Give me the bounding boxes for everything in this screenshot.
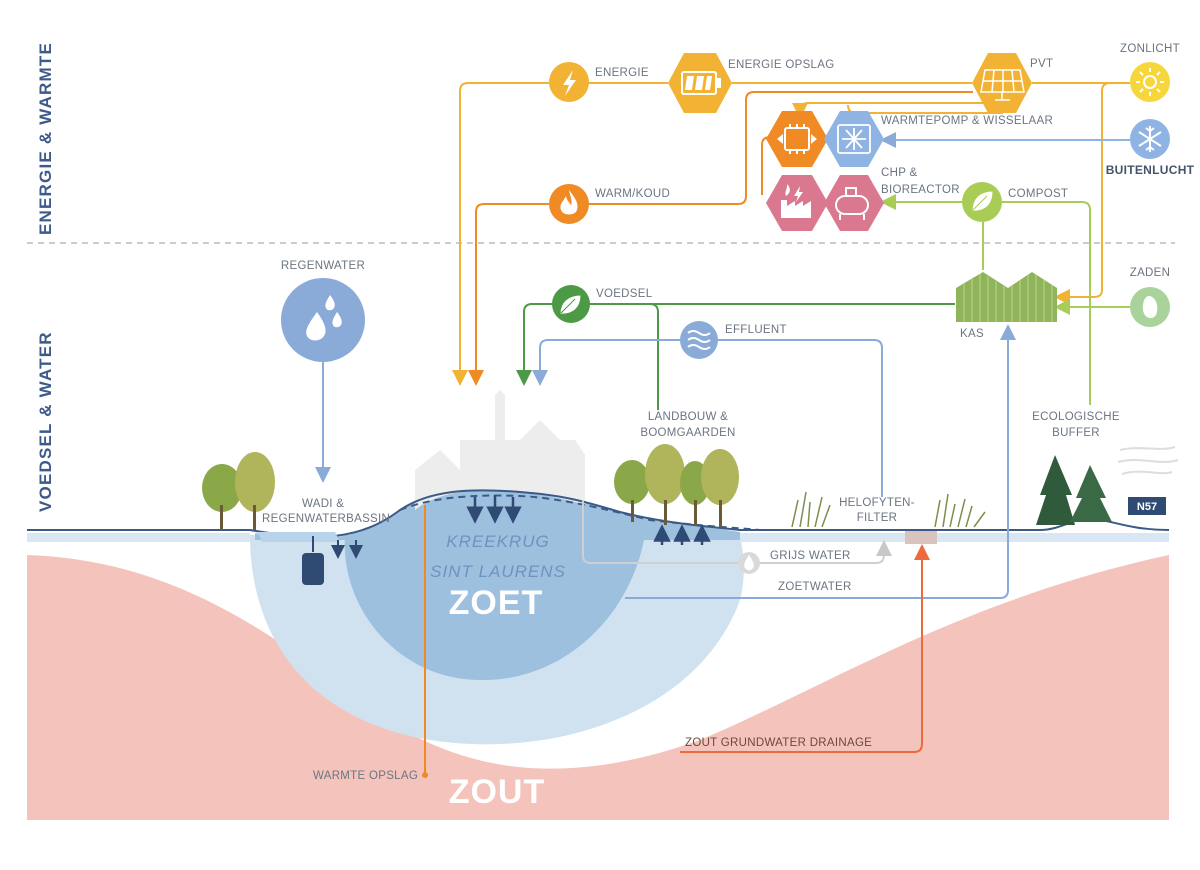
zaden-label: ZADEN (1130, 267, 1170, 279)
road-smoke (1117, 446, 1179, 475)
voedsel-node[interactable] (552, 285, 590, 323)
seed-icon (1142, 295, 1158, 319)
grey-water-line (582, 500, 892, 564)
wadi-basin (258, 532, 363, 585)
salt-water-zone (27, 555, 1169, 820)
helophyte-filter-box (905, 531, 937, 544)
lightning-icon (563, 70, 576, 96)
section-label-energy: ENERGIE & WARMTE (36, 42, 55, 235)
factory-icon (781, 184, 811, 218)
kas-greenhouse[interactable] (956, 272, 1057, 322)
warm-koud-label: WARM/KOUD (595, 188, 670, 200)
leaf-icon (971, 190, 994, 212)
kreekrug-label-line2: SINT LAURENS (430, 562, 566, 581)
reeds-helophyte (791, 491, 986, 528)
n57-badge: N57 (1128, 497, 1166, 515)
energie-opslag-label: ENERGIE OPSLAG (728, 59, 834, 71)
helofyten-label-line1: HELOFYTEN- (839, 497, 915, 509)
flame-icon (560, 190, 578, 215)
compost-label: COMPOST (1008, 188, 1068, 200)
bioreactor-node[interactable] (824, 175, 884, 231)
warmtepomp-node[interactable] (824, 111, 884, 167)
heat-storage-line (422, 505, 428, 778)
raindrops-icon (306, 295, 342, 341)
ecologische-label-line2: BUFFER (1052, 427, 1100, 439)
kreekrug-label-line1: KREEKRUG (446, 532, 549, 551)
zonlicht-node[interactable] (1130, 62, 1170, 102)
zoetwater-label: ZOETWATER (778, 581, 852, 593)
food-flow-lines (516, 303, 955, 410)
grijs-water-label: GRIJS WATER (770, 550, 851, 562)
regenwater-label: REGENWATER (281, 260, 365, 272)
energie-node[interactable] (549, 62, 589, 102)
pvt-label: PVT (1030, 58, 1053, 70)
solar-panel-icon (980, 69, 1025, 101)
groundwater-table (399, 494, 761, 531)
compost-flow-lines (880, 194, 1130, 405)
grijs-water-node[interactable] (738, 552, 760, 574)
chp-label-line2: BIOREACTOR (881, 184, 960, 196)
pvt-node[interactable] (972, 53, 1032, 113)
landbouw-label-line2: BOOMGAARDEN (640, 427, 735, 439)
battery-icon (681, 71, 721, 95)
drop-icon (744, 555, 754, 571)
section-label-food-water: VOEDSEL & WATER (36, 331, 55, 512)
kas-label: KAS (960, 328, 984, 340)
zoet-label: ZOET (449, 584, 544, 622)
wadi-label-line1: WADI & (302, 498, 344, 510)
heat-exchanger-icon (777, 124, 817, 154)
wadi-label-line2: REGENWATERBASSIN (262, 513, 390, 525)
chp-label-line1: CHP & (881, 167, 917, 179)
heat-exchanger-node[interactable] (766, 111, 828, 167)
warmtepomp-label: WARMTEPOMP & WISSELAAR (881, 115, 1053, 127)
warmte-opslag-label: WARMTE OPSLAG (313, 770, 418, 782)
waves-icon (687, 330, 711, 350)
upward-seepage-arrows (653, 524, 711, 545)
buitenlucht-node[interactable] (1130, 119, 1170, 159)
conifer-trees (1036, 455, 1112, 525)
village-silhouette (415, 390, 585, 510)
warm-koud-node[interactable] (549, 184, 589, 224)
zaden-node[interactable] (1130, 287, 1170, 327)
buitenlucht-label: BUITENLUCHT (1106, 163, 1195, 177)
landbouw-label-line1: LANDBOUW & (648, 411, 728, 423)
salt-drainage-line (680, 544, 930, 753)
regenwater-node[interactable] (281, 278, 365, 362)
zout-drainage-label: ZOUT GRUNDWATER DRAINAGE (685, 737, 872, 749)
ground-layers (27, 533, 1169, 820)
ecologische-label-line1: ECOLOGISCHE (1032, 411, 1120, 423)
energie-opslag-node[interactable] (668, 53, 732, 113)
infiltration-arrows (466, 495, 522, 524)
n57-label: N57 (1137, 501, 1157, 513)
tank-icon (835, 187, 869, 220)
effluent-label: EFFLUENT (725, 324, 787, 336)
heat-pump-icon (837, 124, 871, 154)
helofyten-label-line2: FILTER (857, 512, 898, 524)
surface-water-strip (27, 533, 1169, 542)
energie-label: ENERGIE (595, 67, 649, 79)
fresh-water-lens-inner (344, 535, 645, 681)
compost-node[interactable] (962, 182, 1002, 222)
snowflake-icon (1138, 126, 1162, 152)
effluent-node[interactable] (680, 321, 718, 359)
sun-icon (1136, 68, 1164, 96)
chp-node[interactable] (766, 175, 828, 231)
trees-orchards (614, 444, 739, 527)
leaves-icon (559, 294, 582, 315)
zout-label: ZOUT (449, 773, 546, 811)
zonlicht-label: ZONLICHT (1120, 43, 1180, 55)
voedsel-label: VOEDSEL (596, 288, 653, 300)
trees-wadi (202, 452, 275, 530)
